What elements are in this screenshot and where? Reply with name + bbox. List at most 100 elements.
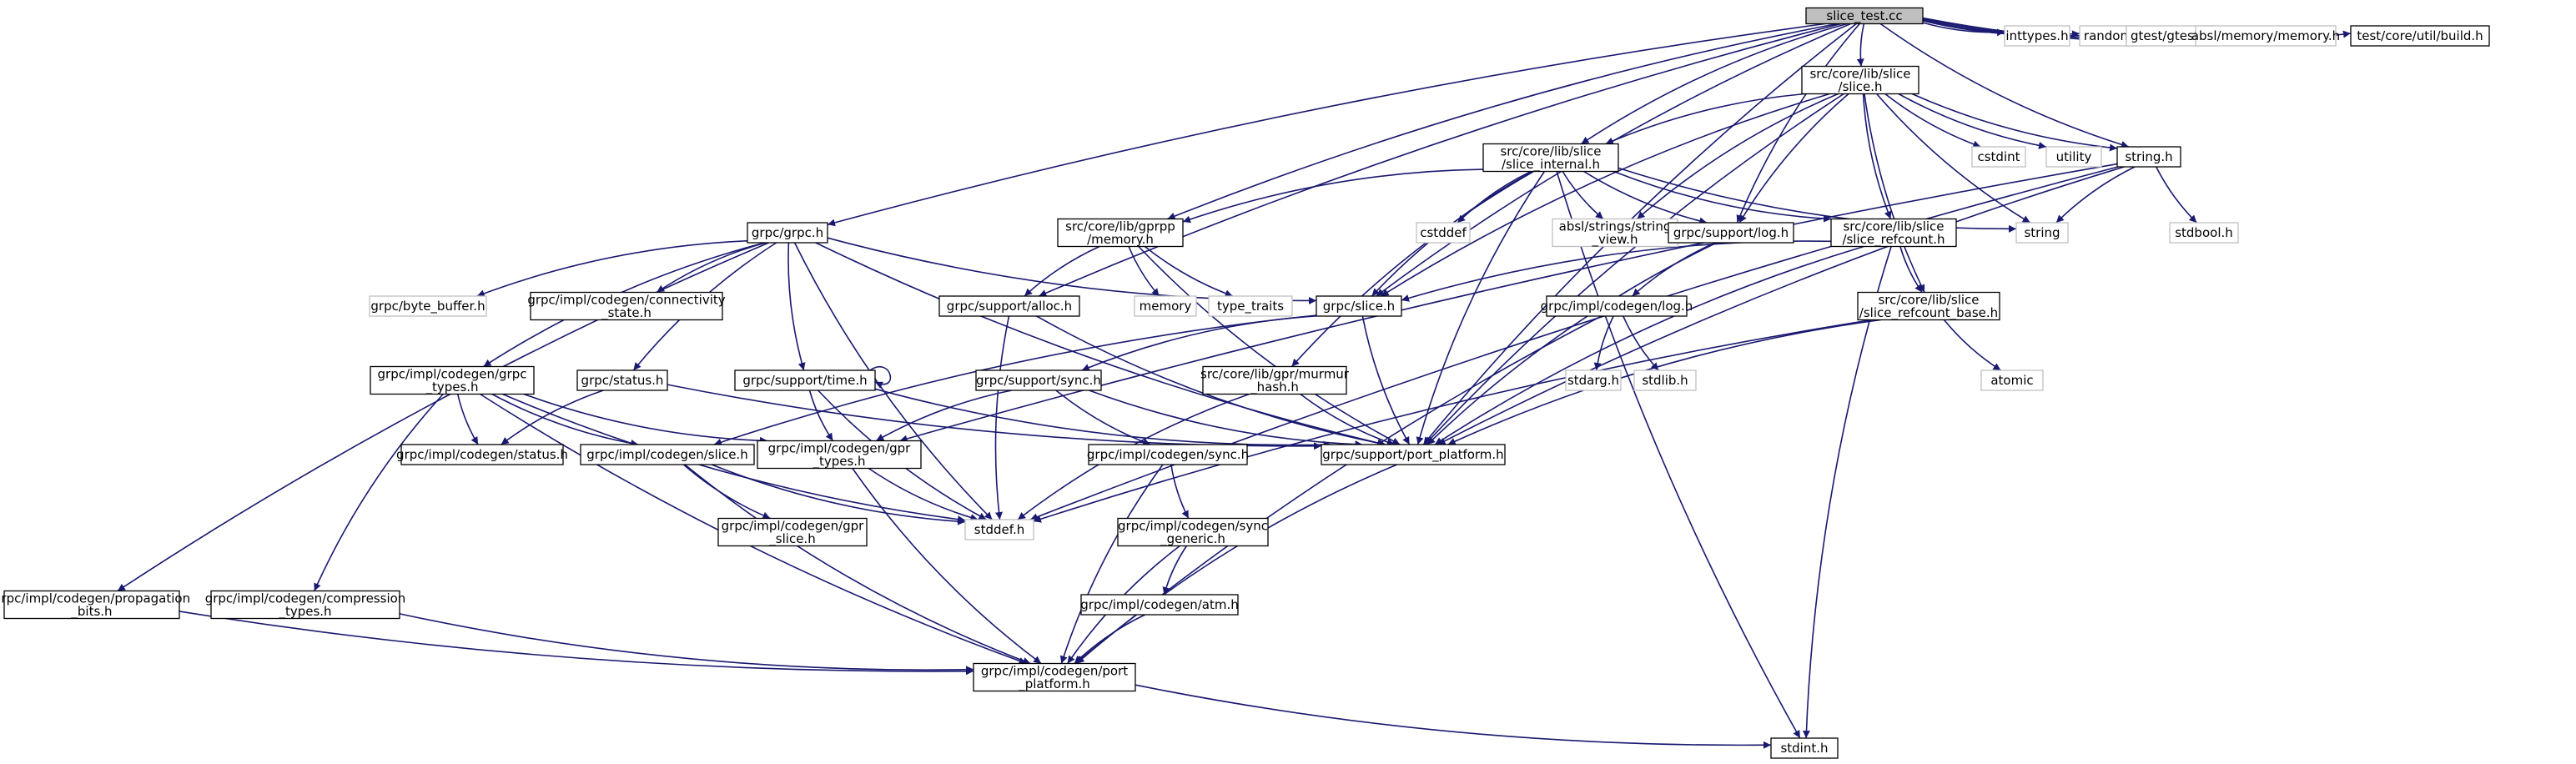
node-grpc-impl-codegen-grpc-types-h[interactable]: grpc/impl/codegen/grpc_types.h (370, 365, 535, 395)
node-grpc-impl-codegen-status-h[interactable]: grpc/impl/codegen/status.h (396, 444, 568, 465)
node-label: stdint.h (1780, 741, 1828, 756)
node-grpc-impl-codegen-sync-generic-h[interactable]: grpc/impl/codegen/sync_generic.h (1117, 517, 1269, 547)
node-box (2350, 25, 2490, 47)
edge-n10-n13 (1457, 170, 1532, 224)
edge-n11-n40 (793, 242, 993, 520)
node-grpc-impl-codegen-log-h[interactable]: grpc/impl/codegen/log.h (1541, 295, 1693, 317)
node-src-core-lib-slice-slice-internal-h[interactable]: src/core/lib/slice/slice_internal.h (1482, 143, 1619, 173)
node-box (1633, 369, 1697, 391)
node-grpc-support-time-h[interactable]: grpc/support/time.h (734, 369, 876, 391)
node-label: grpc/impl/codegen/compression (205, 591, 406, 606)
node-grpc-support-sync-h[interactable]: grpc/support/sync.h (975, 369, 1102, 391)
node-grpc-impl-codegen-port-platform-h[interactable]: grpc/impl/codegen/port_platform.h (973, 662, 1136, 692)
node-grpc-grpc-h[interactable]: grpc/grpc.h (747, 222, 828, 244)
node-slice-test-cc[interactable]: slice_test.cc (1805, 7, 1924, 25)
edge-n12-n21 (1024, 245, 1100, 297)
node-string-h[interactable]: string.h (2116, 146, 2181, 168)
node-grpc-impl-codegen-compression-types-h[interactable]: grpc/impl/codegen/compression_types.h (205, 590, 406, 620)
edge-n37-n46 (852, 468, 1042, 665)
edge-n9-n37 (899, 163, 2118, 443)
node-grpc-slice-h[interactable]: grpc/slice.h (1316, 295, 1402, 317)
node-box (1971, 146, 2026, 168)
node-label: grpc/impl/codegen/propagation (0, 591, 190, 606)
node-box (1546, 295, 1688, 317)
node-box (1857, 291, 2000, 321)
node-box (1134, 295, 1197, 317)
node-label: _hash.h (1250, 379, 1299, 395)
node-box (1080, 594, 1239, 616)
edge-n0-n21 (1038, 23, 1842, 297)
node-label: absl/memory/memory.h (2191, 28, 2340, 43)
node-grpc-byte-buffer-h: grpc/byte_buffer.h (369, 295, 487, 317)
node-box (1482, 143, 1619, 173)
edge-n27-n35 (456, 394, 479, 445)
node-label: grpc/grpc.h (752, 225, 823, 240)
edge-n1-n7 (1884, 93, 1981, 148)
edge-n37-n40 (868, 467, 979, 521)
node-grpc-impl-codegen-gpr-types-h[interactable]: grpc/impl/codegen/gpr_types.h (757, 440, 922, 470)
node-label: src/core/lib/gprpp (1065, 219, 1175, 234)
node-label: _platform.h (1018, 676, 1090, 692)
edge-n16-n39 (1434, 245, 1864, 445)
node-box (576, 369, 668, 391)
node-cstdint: cstdint (1971, 146, 2026, 168)
node-grpc-impl-codegen-gpr-slice-h[interactable]: grpc/impl/codegen/gpr_slice.h (717, 517, 868, 547)
node-label: _generic.h (1160, 531, 1225, 547)
node-grpc-support-alloc-h[interactable]: grpc/support/alloc.h (938, 295, 1080, 317)
edge-n1-n24 (1381, 93, 1830, 297)
edge-n24-n36 (713, 314, 1317, 446)
edge-n24-n39 (1361, 315, 1411, 445)
edge-n25-n32 (1593, 315, 1614, 371)
edge-n25-n33 (1623, 315, 1659, 371)
node-string: string (2015, 222, 2069, 244)
node-memory: memory (1134, 295, 1197, 317)
edge-n39-n46 (1076, 464, 1398, 665)
node-label: grpc/impl/codegen/gpr (722, 518, 865, 533)
node-label: src/core/lib/slice (1843, 219, 1944, 234)
edge-n46-n47 (1135, 684, 1772, 749)
node-label: atomic (1990, 373, 2033, 388)
node-test-core-util-build-h[interactable]: test/core/util/build.h (2350, 25, 2490, 47)
node-src-core-lib-slice-slice-h[interactable]: src/core/lib/slice/slice.h (1801, 65, 1919, 95)
edge-n9-n39 (1437, 166, 2125, 445)
node-grpc-impl-codegen-propagation-bits-h[interactable]: grpc/impl/codegen/propagation_bits.h (0, 590, 190, 620)
edge-n42-n45 (1162, 545, 1188, 596)
node-label: test/core/util/build.h (2357, 28, 2483, 43)
node-label: random (2084, 28, 2132, 43)
node-label: grpc/byte_buffer.h (370, 299, 485, 314)
node-src-core-lib-slice-slice-refcount-h[interactable]: src/core/lib/slice/slice_refcount.h (1830, 218, 1957, 248)
node-box (1202, 365, 1347, 395)
node-box (530, 291, 723, 321)
node-label: inttypes.h (2005, 28, 2068, 43)
node-box (1416, 222, 1471, 244)
node-grpc-impl-codegen-sync-h[interactable]: grpc/impl/codegen/sync.h (1087, 444, 1249, 465)
node-label: _bits.h (70, 604, 112, 620)
node-label: src/core/lib/slice (1500, 143, 1601, 158)
node-src-core-lib-gpr-murmur-hash-h[interactable]: src/core/lib/gpr/murmur_hash.h (1200, 365, 1350, 395)
edge-n10-n39 (1416, 171, 1546, 445)
node-stdint-h[interactable]: stdint.h (1770, 737, 1839, 759)
edge-n12-n22 (1128, 246, 1160, 297)
node-box (975, 369, 1102, 391)
edge-n1-n16 (1862, 93, 1892, 219)
node-label: grpc/impl/codegen/slice.h (586, 447, 747, 462)
node-grpc-impl-codegen-slice-h[interactable]: grpc/impl/codegen/slice.h (580, 444, 755, 465)
node-grpc-support-log-h[interactable]: grpc/support/log.h (1668, 222, 1794, 244)
node-label: grpc/support/time.h (742, 373, 867, 388)
node-box (1316, 295, 1402, 317)
node-src-core-lib-slice-slice-refcount-base-h[interactable]: src/core/lib/slice/slice_refcount_base.h (1857, 291, 2000, 321)
node-label: grpc/impl/codegen/gpr (768, 440, 912, 455)
edge-n0-n11 (827, 23, 1825, 227)
node-box (1117, 517, 1269, 547)
node-src-core-lib-gprpp-memory-h[interactable]: src/core/lib/gprpp/memory.h (1057, 218, 1184, 248)
node-label: cstdint (1977, 149, 2020, 164)
node-grpc-impl-codegen-connectivity-state-h[interactable]: grpc/impl/codegen/connectivity_state.h (527, 291, 726, 321)
node-grpc-impl-codegen-atm-h[interactable]: grpc/impl/codegen/atm.h (1080, 594, 1239, 616)
node-box (1801, 65, 1919, 95)
node-grpc-status-h[interactable]: grpc/status.h (576, 369, 668, 391)
edge-n1-n9 (1911, 93, 2118, 152)
node-grpc-support-port-platform-h[interactable]: grpc/support/port_platform.h (1321, 444, 1506, 465)
node-atomic: atomic (1980, 369, 2044, 391)
node-box (1805, 7, 1924, 25)
